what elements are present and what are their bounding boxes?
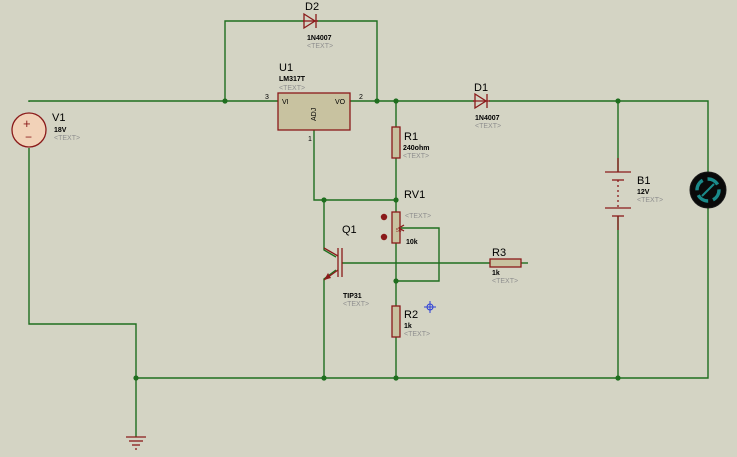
junction-dot (133, 375, 139, 381)
b1-text: <TEXT> (637, 197, 663, 204)
wire-d2-right (317, 20, 378, 101)
junction-dot (222, 98, 228, 104)
r2-value: 1k (404, 323, 412, 330)
junction-dot (393, 375, 399, 381)
wire-bottom-rail (136, 207, 709, 379)
diode-d1[interactable]: D1 1N4007 <TEXT> (473, 82, 501, 130)
u1-value: LM317T (279, 76, 306, 83)
wire-adj (313, 130, 396, 201)
junction-dot (393, 278, 399, 284)
junction-dot (615, 375, 621, 381)
b1-value: 12V (637, 189, 650, 196)
u1-pin-vi: VI (282, 99, 289, 106)
rv1-value: 10k (406, 239, 418, 246)
r2-body (391, 305, 401, 338)
v1-plus: + (23, 116, 31, 131)
u1-pin-vo: VO (335, 99, 346, 106)
u1-pin-adj: ADJ (311, 108, 318, 121)
r2-text: <TEXT> (404, 331, 430, 338)
rv1-ref: RV1 (404, 189, 425, 201)
q1-emitter-arrow (324, 273, 331, 280)
v1-minus: − (25, 130, 32, 144)
junction-dot (321, 197, 327, 203)
v1-body (11, 112, 47, 148)
d2-value: 1N4007 (307, 35, 332, 42)
q1-value: TIP31 (343, 293, 362, 300)
resistor-r2[interactable]: R2 1k <TEXT> (391, 305, 430, 338)
diode-d1-triangle (474, 92, 488, 110)
u1-text: <TEXT> (279, 85, 305, 92)
u1-pin3: 3 (265, 94, 269, 101)
diode-d2[interactable]: D2 1N4007 <TEXT> (303, 1, 333, 50)
r1-value: 240ohm (403, 145, 429, 152)
r2-ref: R2 (404, 309, 418, 321)
rv1-wiper-arrow (397, 224, 405, 232)
resistor-r1[interactable]: R1 240ohm <TEXT> (391, 126, 429, 160)
d2-text: <TEXT> (307, 43, 333, 50)
r1-ref: R1 (404, 131, 418, 143)
junctions (133, 98, 621, 381)
rv1-text: <TEXT> (405, 213, 431, 220)
wire-q1-collector (323, 200, 337, 258)
u1-body (277, 92, 351, 131)
junction-dot (615, 98, 621, 104)
voltage-source-v1[interactable]: + − V1 18V <TEXT> (11, 112, 80, 148)
potentiometer-rv1[interactable]: 50 RV1 10k <TEXT> (380, 189, 431, 246)
b1-ref: B1 (637, 175, 650, 187)
u1-pin1: 1 (308, 136, 312, 143)
crosshair-cursor-icon (424, 301, 436, 313)
rv1-decrement-dot[interactable] (380, 233, 388, 241)
r3-text: <TEXT> (492, 278, 518, 285)
junction-dot (393, 98, 399, 104)
q1-ref: Q1 (342, 224, 357, 236)
motor-shaft-icon (701, 183, 715, 197)
r1-body (391, 126, 401, 159)
ground-symbol (126, 436, 146, 450)
d1-ref: D1 (474, 82, 488, 94)
junction-dot (321, 375, 327, 381)
v1-text: <TEXT> (54, 135, 80, 142)
r3-body (489, 258, 522, 268)
resistor-r3[interactable]: R3 1k <TEXT> (489, 247, 522, 285)
junction-dot (393, 197, 399, 203)
r3-ref: R3 (492, 247, 506, 259)
regulator-u1[interactable]: VI VO ADJ 3 2 1 U1 LM317T <TEXT> (265, 62, 363, 143)
wire-q1-emitter (323, 269, 337, 378)
v1-ref: V1 (52, 112, 65, 124)
wires (28, 20, 709, 437)
d1-text: <TEXT> (475, 123, 501, 130)
transistor-q1[interactable]: Q1 TIP31 <TEXT> (323, 224, 369, 308)
u1-pin2: 2 (359, 94, 363, 101)
motor-rotor-icon (695, 177, 721, 203)
r3-value: 1k (492, 270, 500, 277)
u1-ref: U1 (279, 62, 293, 74)
v1-value: 18V (54, 127, 67, 134)
wire-v1-top (28, 100, 278, 102)
q1-text: <TEXT> (343, 301, 369, 308)
r1-text: <TEXT> (403, 153, 429, 160)
wire-v1-ground (28, 148, 137, 437)
rv1-increment-dot[interactable] (380, 213, 388, 221)
q1-collector-lead (323, 247, 339, 257)
motor-load[interactable] (689, 171, 727, 209)
wire-d2-left (224, 20, 304, 101)
d1-value: 1N4007 (475, 115, 500, 122)
wire-rv1-wiper (396, 227, 440, 282)
rv1-level-readout: 50 (396, 228, 402, 234)
junction-dot (374, 98, 380, 104)
d2-ref: D2 (305, 1, 319, 13)
wire-d1-right (489, 100, 709, 172)
diode-d2-triangle (303, 12, 317, 30)
battery-b1[interactable]: B1 12V <TEXT> (605, 158, 663, 230)
